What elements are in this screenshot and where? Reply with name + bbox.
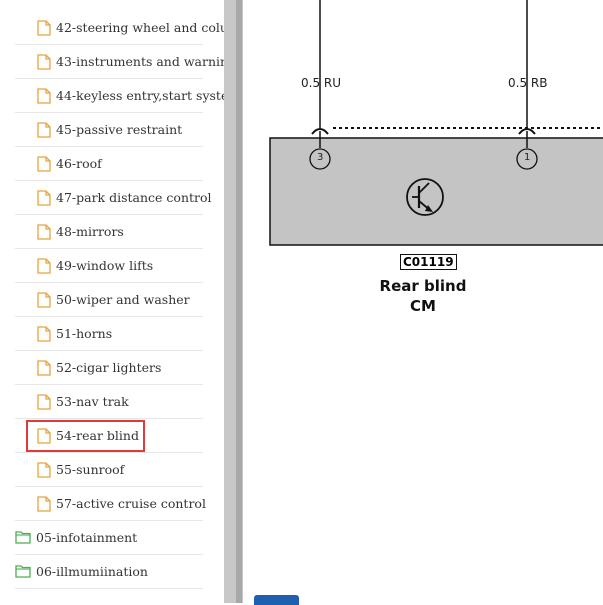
folder-icon: [15, 564, 31, 580]
tree-folder[interactable]: 06-illmumiination: [15, 555, 203, 589]
wire-label-ru: 0.5 RU: [301, 76, 342, 90]
transistor-icon: [406, 178, 444, 216]
tree-item-label: 55-sunroof: [56, 462, 125, 477]
file-icon: [37, 495, 51, 512]
tree-folder-label: 06-illmumiination: [36, 564, 148, 579]
tree-item-label: 53-nav trak: [56, 394, 129, 409]
connector-id: C01119: [400, 254, 457, 270]
file-icon: [37, 427, 51, 444]
tree-item[interactable]: 44-keyless entry,start system: [15, 79, 224, 113]
tree-item[interactable]: 46-roof: [15, 147, 203, 181]
tree-item[interactable]: 52-cigar lighters: [15, 351, 203, 385]
pin-hook-1: [518, 128, 536, 135]
file-icon: [37, 19, 51, 36]
tree-item[interactable]: 50-wiper and washer: [15, 283, 203, 317]
tree-item-selected[interactable]: 54-rear blind: [15, 419, 203, 453]
folder-icon: [15, 530, 31, 546]
pin-circle-3: [309, 148, 331, 170]
scrollbar-track-line: [236, 0, 242, 603]
tree-item-label: 42-steering wheel and column: [56, 20, 224, 35]
file-tree-sidebar: 42-steering wheel and column 43-instrume…: [0, 0, 224, 603]
file-icon: [37, 393, 51, 410]
tree-item[interactable]: 57-active cruise control: [15, 487, 206, 521]
module-name-line1: Rear blind: [379, 277, 467, 295]
tree-item-label: 44-keyless entry,start system: [56, 88, 224, 103]
bottom-action-button[interactable]: [254, 595, 299, 605]
module-name-line2: CM: [410, 297, 436, 315]
wiring-diagram-view: 0.5 RU 0.5 RB 3 1 C01119 Rear blind CM: [243, 0, 603, 603]
tree-item-label: 57-active cruise control: [56, 496, 206, 511]
file-icon: [37, 325, 51, 342]
file-icon: [37, 461, 51, 478]
pin-hook-3: [311, 128, 329, 135]
tree-item-label: 49-window lifts: [56, 258, 154, 273]
file-icon: [37, 87, 51, 104]
tree-item-label: 50-wiper and washer: [56, 292, 190, 307]
wiring-diagram: [269, 0, 603, 246]
tree-item-label: 46-roof: [56, 156, 102, 171]
tree-item-label: 52-cigar lighters: [56, 360, 162, 375]
tree-item-label: 43-instruments and warning panel: [56, 54, 224, 69]
wire-label-rb: 0.5 RB: [508, 76, 548, 90]
tree-item[interactable]: 48-mirrors: [15, 215, 203, 249]
tree-item-label: 45-passive restraint: [56, 122, 183, 137]
tree-item[interactable]: 51-horns: [15, 317, 203, 351]
file-icon: [37, 121, 51, 138]
file-icon: [37, 189, 51, 206]
tree-item[interactable]: 43-instruments and warning panel: [15, 45, 224, 79]
tree-item-label: 47-park distance control: [56, 190, 212, 205]
pin-circle-1: [516, 148, 538, 170]
file-icon: [37, 257, 51, 274]
tree-item-label: 54-rear blind: [56, 428, 139, 443]
tree-item[interactable]: 55-sunroof: [15, 453, 203, 487]
tree-item[interactable]: 47-park distance control: [15, 181, 212, 215]
pin-number-1: 1: [524, 152, 531, 163]
tree-item[interactable]: 49-window lifts: [15, 249, 203, 283]
tree-item-label: 48-mirrors: [56, 224, 124, 239]
file-icon: [37, 53, 51, 70]
file-icon: [37, 223, 51, 240]
file-icon: [37, 155, 51, 172]
selection-highlight: [26, 420, 145, 452]
tree-item[interactable]: 45-passive restraint: [15, 113, 203, 147]
tree-item-label: 51-horns: [56, 326, 113, 341]
file-icon: [37, 359, 51, 376]
tree-folder-label: 05-infotainment: [36, 530, 138, 545]
file-icon: [37, 291, 51, 308]
tree-item[interactable]: 42-steering wheel and column: [15, 11, 224, 45]
tree-item[interactable]: 53-nav trak: [15, 385, 203, 419]
pin-number-3: 3: [317, 152, 324, 163]
tree-folder[interactable]: 05-infotainment: [15, 521, 203, 555]
